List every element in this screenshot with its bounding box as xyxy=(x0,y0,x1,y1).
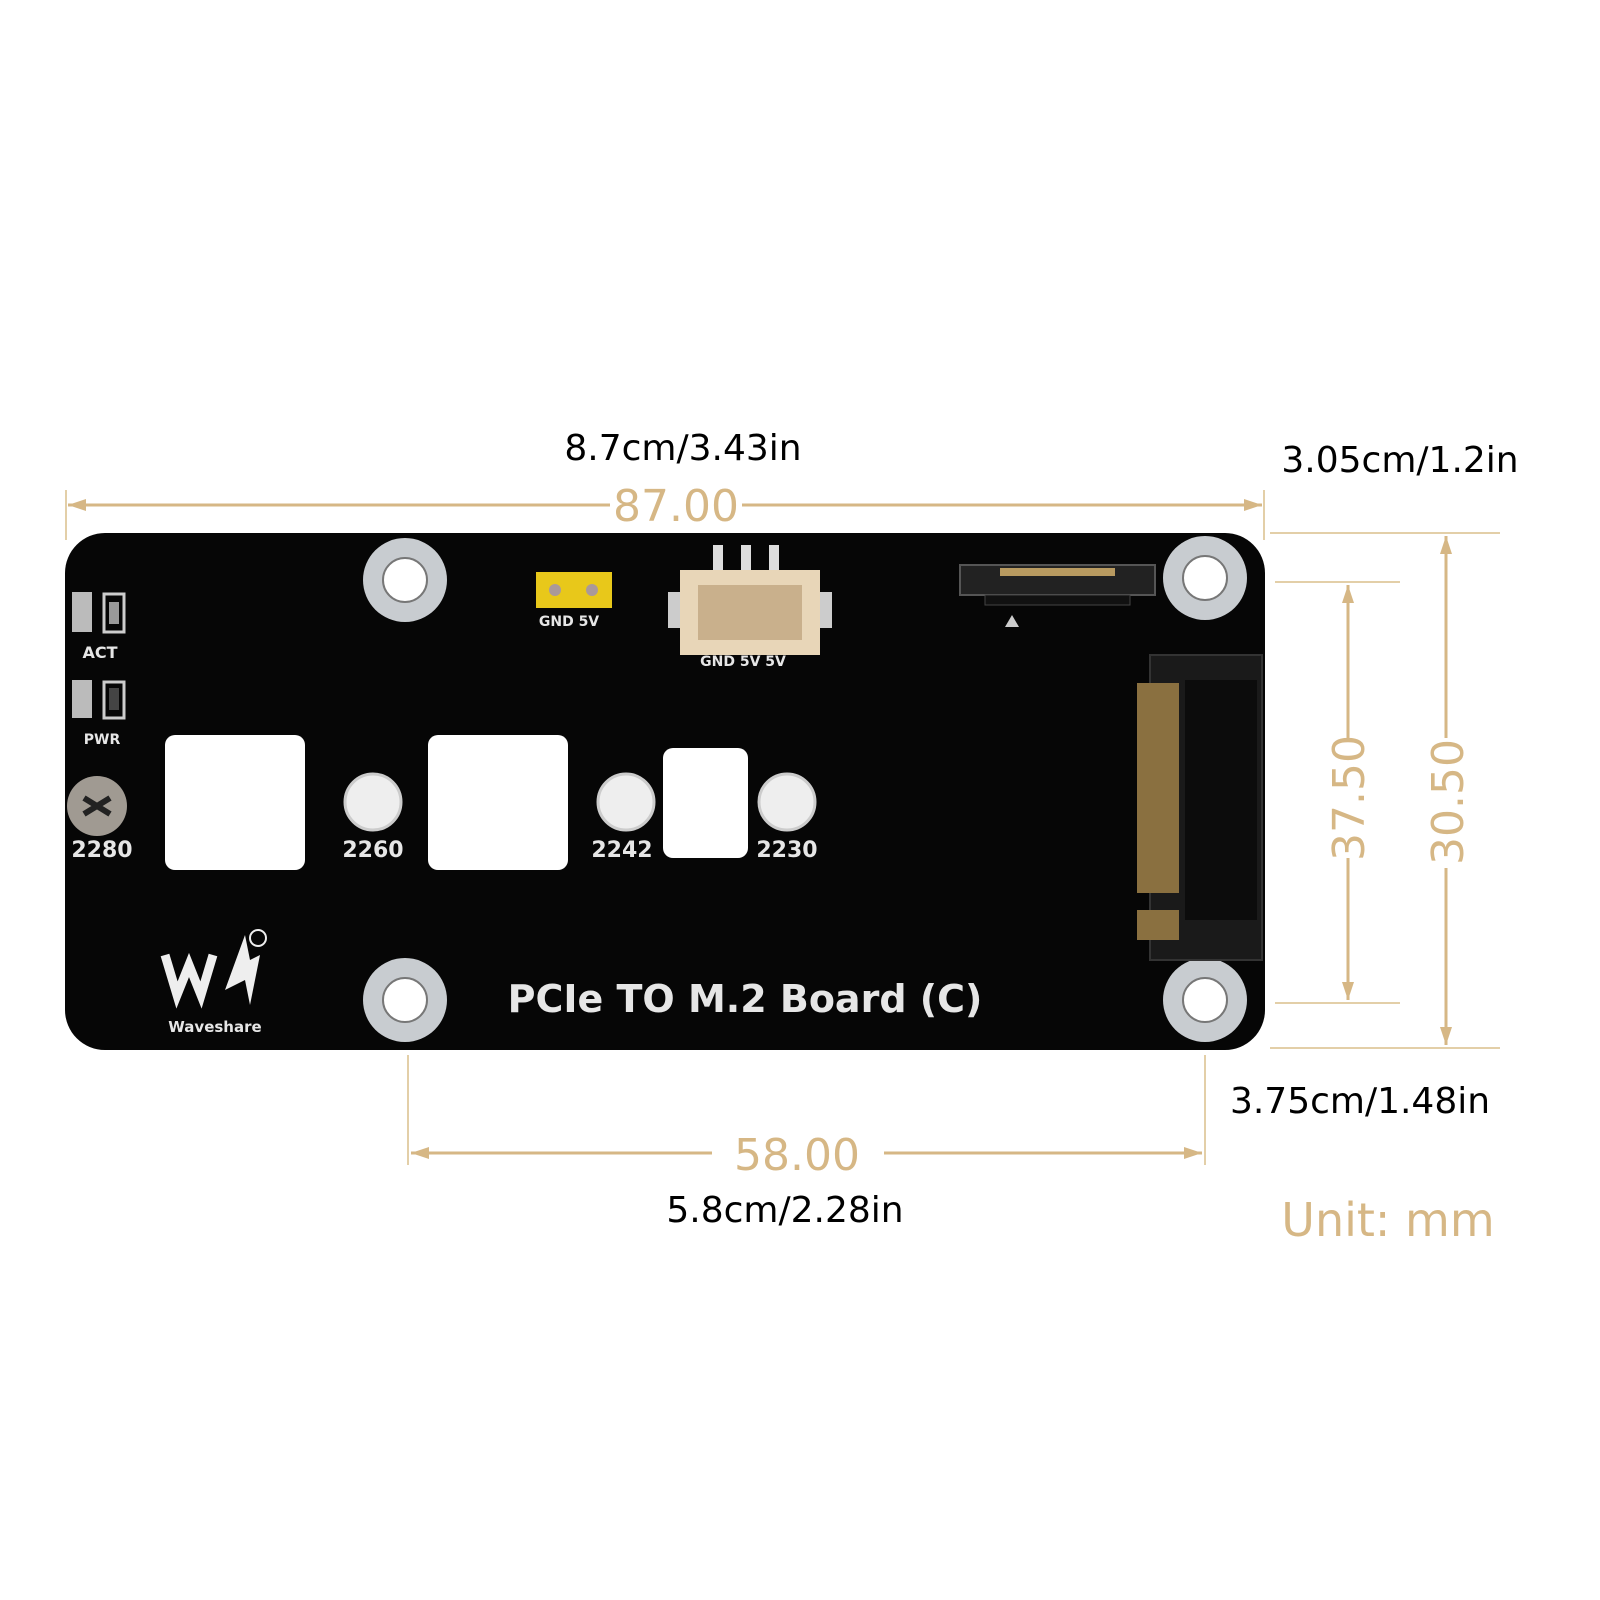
hole-spacing-conversion: 5.8cm/2.28in xyxy=(666,1190,903,1231)
size-label-2260: 2260 xyxy=(342,838,403,863)
screw-icon xyxy=(67,776,127,836)
height-outer-conversion: 3.05cm/1.2in xyxy=(1281,440,1518,481)
standoff-hole-2260 xyxy=(343,772,403,832)
pcb-board: ACT PWR GND 5V GND 5V 5V xyxy=(65,533,1265,1050)
fan-label: GND 5V 5V xyxy=(700,654,786,670)
pcie-fpc-connector xyxy=(959,564,1156,627)
size-label-2230: 2230 xyxy=(756,838,817,863)
width-conversion: 8.7cm/3.43in xyxy=(564,428,801,469)
hole-spacing-dimension: 58.00 5.8cm/2.28in xyxy=(407,1055,1206,1231)
cutout xyxy=(663,748,748,858)
width-dimension: 87.00 8.7cm/3.43in xyxy=(65,428,1265,540)
brand-name: Waveshare xyxy=(168,1018,261,1036)
mounting-hole xyxy=(363,958,447,1042)
height-outer-value: 30.50 xyxy=(1423,739,1474,865)
power-jumper-header xyxy=(536,572,612,608)
mounting-hole xyxy=(1163,536,1247,620)
mounting-hole xyxy=(363,538,447,622)
standoff-hole-2230 xyxy=(757,772,817,832)
act-led xyxy=(72,592,126,634)
cutout xyxy=(428,735,568,870)
waveshare-logo xyxy=(160,929,267,1009)
board-title: PCIe TO M.2 Board (C) xyxy=(508,977,983,1021)
height-inner-value: 37.50 xyxy=(1324,735,1375,861)
size-label-2280: 2280 xyxy=(71,838,132,863)
cutout xyxy=(165,735,305,870)
pwr-label: PWR xyxy=(84,732,121,748)
height-dimensions: 30.50 37.50 3.05cm/1.2in 3.75cm/1.48in xyxy=(1230,440,1519,1122)
standoff-hole-2242 xyxy=(596,772,656,832)
height-inner-conversion: 3.75cm/1.48in xyxy=(1230,1081,1490,1122)
jumper-label: GND 5V xyxy=(539,614,599,630)
fan-connector xyxy=(668,545,832,655)
size-label-2242: 2242 xyxy=(591,838,652,863)
act-label: ACT xyxy=(82,643,117,662)
hole-spacing-value: 58.00 xyxy=(734,1130,860,1181)
width-value: 87.00 xyxy=(613,481,739,532)
pwr-led xyxy=(72,680,126,720)
m2-slot xyxy=(1137,654,1263,961)
mounting-hole xyxy=(1163,958,1247,1042)
unit-label: Unit: mm xyxy=(1281,1193,1494,1247)
